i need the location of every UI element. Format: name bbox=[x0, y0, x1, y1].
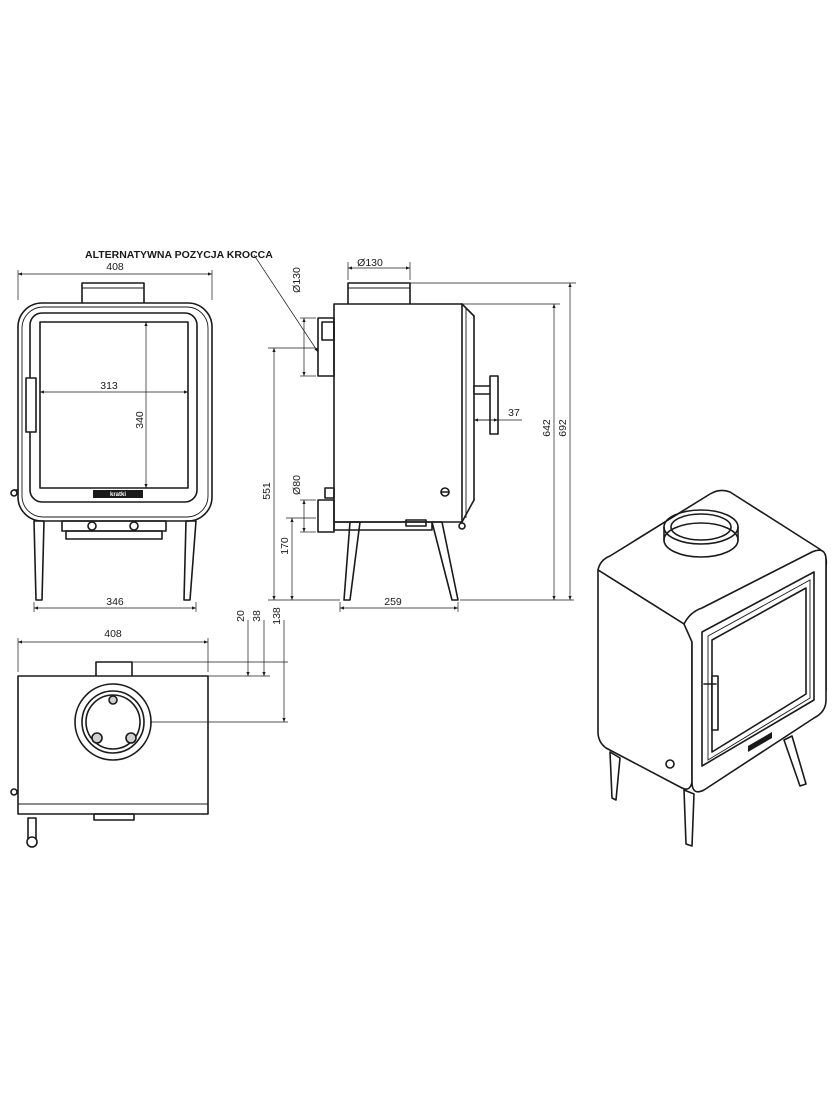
leg-span-label: 346 bbox=[106, 596, 124, 608]
front-view: kratki 408 313 340 346 bbox=[10, 261, 213, 612]
top-view: 408 20 38 138 bbox=[10, 607, 288, 848]
body-height-label: 642 bbox=[541, 419, 553, 437]
alternative-flue-note: ALTERNATYWNA POZYCJA KROCCA bbox=[85, 249, 273, 261]
handle-offset-label: 37 bbox=[508, 407, 520, 419]
isometric-view bbox=[597, 489, 828, 847]
total-height-label: 692 bbox=[557, 419, 569, 437]
brand-badge bbox=[93, 490, 143, 498]
leg-depth-label: 259 bbox=[384, 596, 402, 608]
top-width-label: 408 bbox=[104, 628, 122, 640]
offset-138-label: 138 bbox=[271, 607, 283, 625]
top-flue-diameter: Ø130 bbox=[357, 257, 383, 269]
front-width-label: 408 bbox=[106, 261, 124, 273]
brand-label: kratki bbox=[110, 492, 126, 498]
side-view: ALTERNATYWNA POZYCJA KROCCA Ø bbox=[85, 249, 576, 612]
rear-flue-height-label: 551 bbox=[261, 482, 273, 500]
offset-20-label: 20 bbox=[235, 610, 247, 622]
glass-height-label: 340 bbox=[134, 411, 146, 429]
glass-width-label: 313 bbox=[100, 380, 118, 392]
rear-flue-diameter: Ø130 bbox=[291, 267, 303, 293]
air-inlet-diameter: Ø80 bbox=[291, 475, 303, 495]
air-inlet-height-label: 170 bbox=[279, 537, 291, 555]
offset-38-label: 38 bbox=[251, 610, 263, 622]
